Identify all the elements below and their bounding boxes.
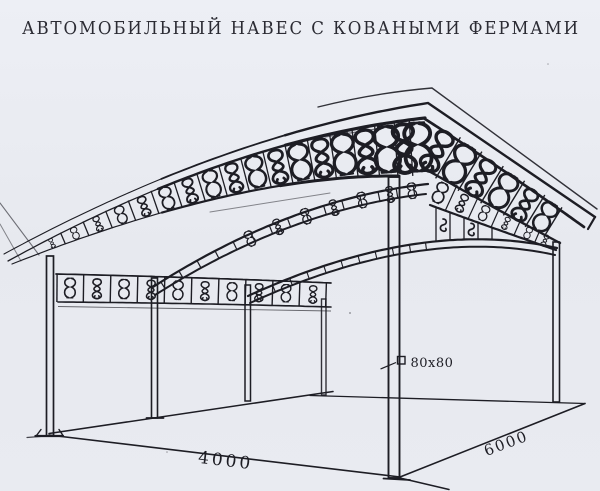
front-ground-edge — [48, 434, 401, 478]
ground-lines — [48, 390, 586, 491]
post-back-right — [552, 241, 561, 403]
forged-truss-structure — [3, 101, 597, 312]
post-left-rear — [244, 284, 252, 402]
leader-line — [380, 361, 397, 370]
post-section-label: 80x80 — [411, 356, 454, 371]
post-front-right — [387, 176, 401, 479]
scan-specks — [166, 63, 549, 453]
square-section-icon — [396, 355, 406, 365]
post-section-annotation: 80x80 — [380, 355, 454, 371]
post-back-left-corner — [320, 298, 327, 396]
right-ground-edge — [399, 402, 586, 478]
page-title: АВТОМОБИЛЬНЫЙ НАВЕС С КОВАНЫМИ ФЕРМАМИ — [22, 18, 580, 39]
left-ground-edge — [48, 390, 334, 435]
back-ground-edge — [309, 394, 586, 405]
corner-ground-tick — [399, 477, 450, 491]
